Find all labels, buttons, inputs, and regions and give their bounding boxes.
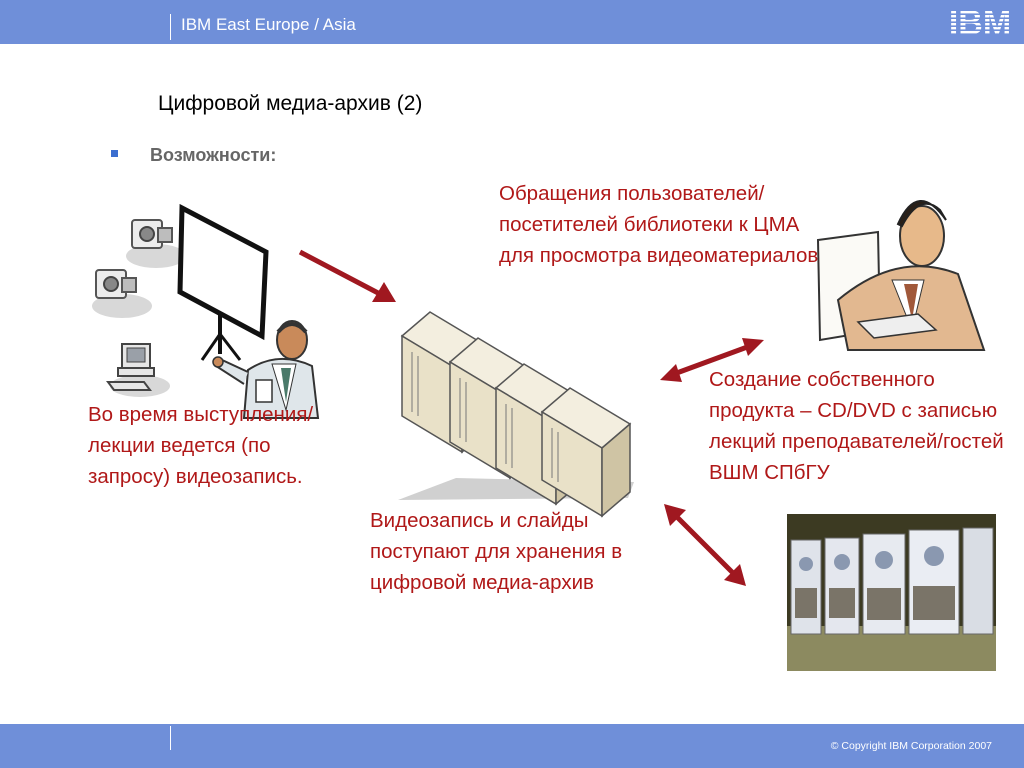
lecturer-icon: [212, 320, 320, 419]
computer-icon: [106, 343, 170, 397]
footer-separator: [170, 726, 171, 750]
video-camera-icon: [126, 219, 186, 268]
video-camera-icon: [92, 269, 152, 318]
footer-bar: © Copyright IBM Corporation 2007: [0, 724, 1024, 768]
slide-title: Цифровой медиа-архив (2): [158, 92, 423, 115]
server-rack-icon: [398, 311, 634, 518]
text-user-requests: Обращения пользователей/ посетителей биб…: [499, 182, 819, 267]
arrow-to-archive-icon: [298, 249, 396, 302]
slide-subhead: Возможности:: [150, 145, 277, 165]
user-at-computer-icon: [816, 200, 986, 351]
text-storage: Видеозапись и слайды поступают для хране…: [370, 509, 623, 594]
header-separator: [170, 14, 171, 40]
ibm-logo-icon: IBM: [949, 4, 1011, 39]
text-own-product: Создание собственного продукта – CD/DVD …: [709, 368, 1004, 484]
footer-copyright: © Copyright IBM Corporation 2007: [830, 740, 992, 752]
projection-screen-icon: [177, 204, 269, 361]
text-lecture-recording: Во время выступления/лекции ведется (по …: [88, 403, 314, 488]
dvd-covers-photo: [787, 514, 996, 671]
bullet-marker: [111, 150, 118, 157]
double-arrow-users-icon: [660, 338, 764, 382]
ibm-logo-text: IBM: [949, 4, 1011, 39]
header-brand: IBM East Europe / Asia: [181, 15, 356, 34]
header-bar: IBM East Europe / Asia IBM: [0, 0, 1024, 44]
double-arrow-dvd-icon: [664, 504, 746, 586]
